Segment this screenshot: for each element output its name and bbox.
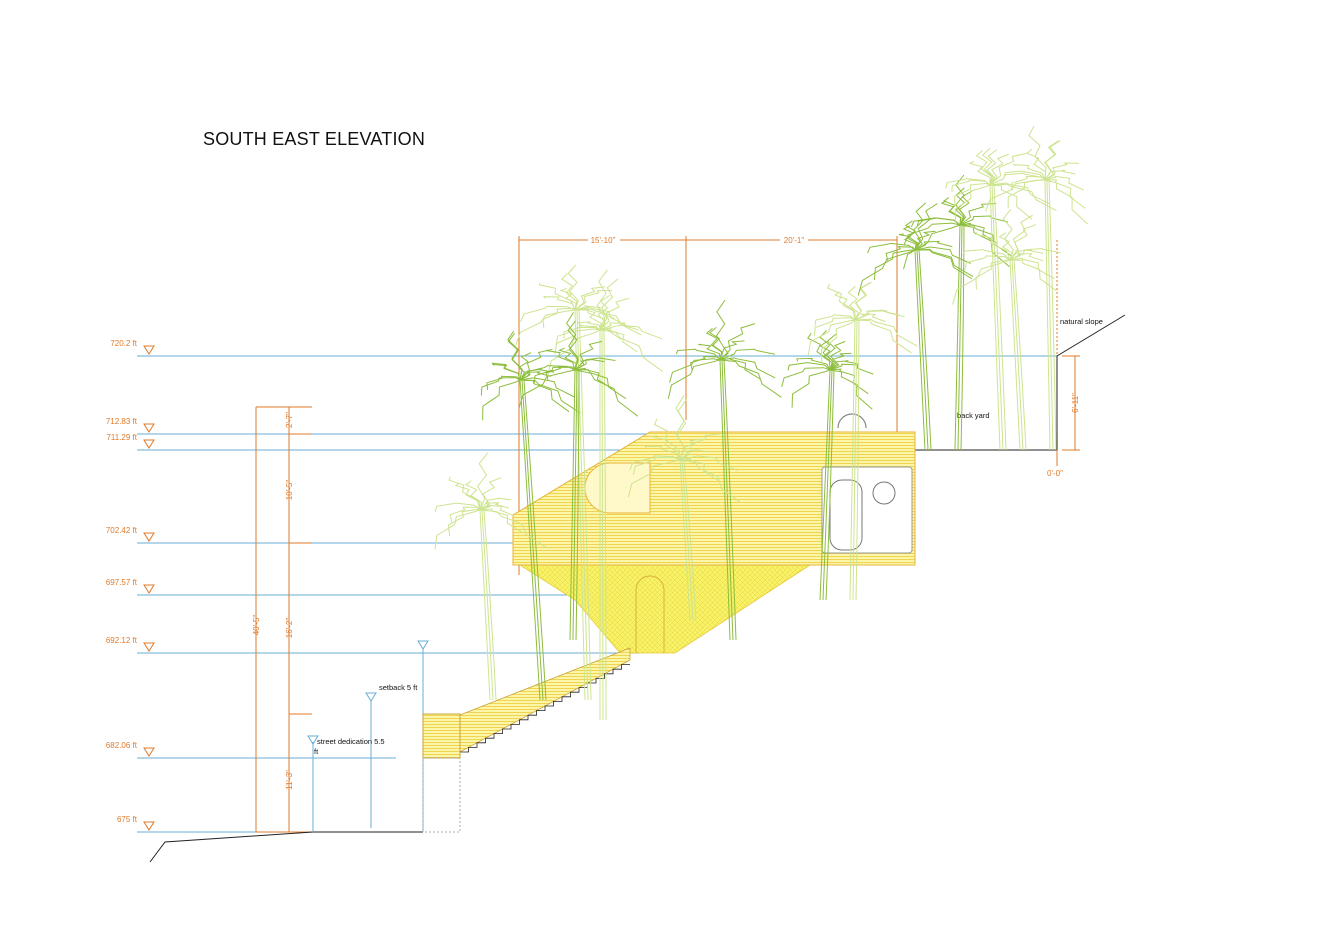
datum-label: 0'-0" [1047, 469, 1063, 478]
palm-tree [945, 147, 1057, 451]
palm-tree [434, 452, 548, 701]
palm-tree [518, 312, 639, 641]
palm-tree [952, 208, 1061, 451]
dimension-height-backyard: 6'-11" [1071, 393, 1080, 413]
side-wall [821, 466, 913, 554]
setback-marker [365, 692, 377, 702]
property-marker [417, 640, 429, 650]
setback-label: setback 5 ft [379, 683, 418, 692]
lower-door [635, 575, 665, 653]
dimension-segment: 11'-3" [285, 770, 294, 790]
elevation-label: 697.57 ft [106, 578, 138, 587]
dimension-segment: 10'-5" [285, 480, 294, 501]
terrain-line [149, 314, 1126, 863]
drawing-title: SOUTH EAST ELEVATION [203, 129, 426, 149]
elevation-label: 682.06 ft [106, 741, 138, 750]
palm-tree [857, 202, 974, 451]
stair-ramp [459, 647, 631, 753]
elevation-marker-icon [143, 584, 155, 594]
elevation-label: 712.83 ft [106, 417, 138, 426]
street-dedication-unit: ft [314, 747, 319, 756]
door [829, 479, 863, 551]
natural-slope-label: natural slope [1060, 317, 1103, 326]
palm-tree [807, 281, 918, 601]
street-dedication-label: street dedication 5.5 [317, 737, 385, 746]
dimension-segment: 2'-7" [285, 412, 294, 428]
elevation-marker-icon [143, 532, 155, 542]
entry-block [422, 713, 461, 759]
elevation-label: 692.12 ft [106, 636, 138, 645]
dimension-segment: 16'-2" [285, 618, 294, 639]
elevation-marker-icon [143, 439, 155, 449]
right-dimension [1056, 355, 1080, 466]
roof-hatch [837, 413, 867, 429]
elevation-label: 675 ft [117, 815, 138, 824]
building [422, 413, 916, 833]
palm-tree [985, 125, 1089, 451]
back-yard-label: back yard [957, 411, 990, 420]
elevation-marker-icon [143, 642, 155, 652]
palm-tree [515, 264, 642, 701]
elevation-label: 702.42 ft [106, 526, 138, 535]
palm-tree [667, 299, 782, 641]
elevation-marker-icon [143, 821, 155, 831]
elevation-label: 711.29 ft [106, 433, 137, 442]
elevation-marker-icon [143, 747, 155, 757]
elevation-marker-icon [143, 423, 155, 433]
street-dedication-marker [307, 735, 319, 745]
palm-tree [627, 395, 742, 621]
round-window [872, 481, 896, 505]
palm-trees [434, 125, 1089, 721]
vertical-dimension [255, 406, 312, 833]
dimension-width: 20'-1" [784, 236, 805, 245]
foundation [422, 757, 461, 833]
lower-volume [518, 564, 812, 654]
oval-window [584, 462, 651, 514]
elevation-label: 720.2 ft [110, 339, 137, 348]
dimension-width: 15'-10" [591, 236, 616, 245]
elevation-marker-icon [143, 345, 155, 355]
dimension-overall: 40'-5" [252, 615, 261, 636]
